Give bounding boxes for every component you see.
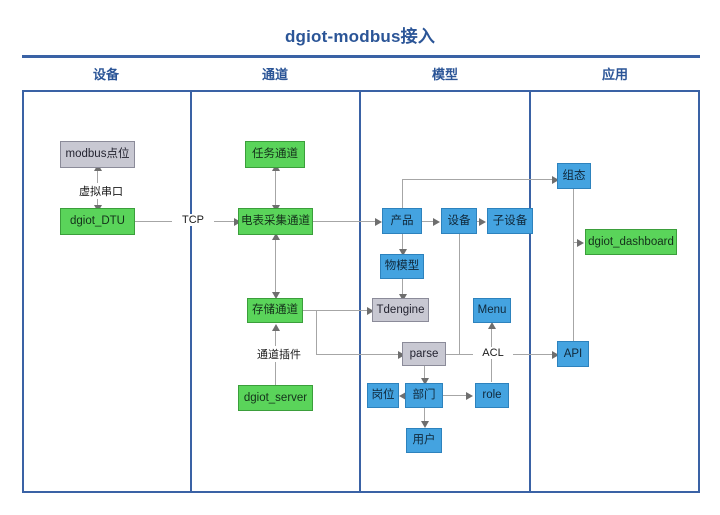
node-menu[interactable]: Menu xyxy=(473,298,511,323)
edge-storage-tdengine-arrow xyxy=(367,306,374,315)
edge-device-subdevice-arrow xyxy=(479,217,486,226)
edge-scada-api xyxy=(573,189,574,341)
edge-product-device-arrow xyxy=(433,217,440,226)
node-dept[interactable]: 部门 xyxy=(405,383,443,408)
edge-dept-post-arrow xyxy=(399,391,406,400)
node-post[interactable]: 岗位 xyxy=(367,383,399,408)
node-product[interactable]: 产品 xyxy=(382,208,422,234)
column-divider-3 xyxy=(529,90,531,493)
edge-meter-storage xyxy=(275,235,276,297)
edge-product-scada-arrow xyxy=(552,175,559,184)
edge-parse-dept xyxy=(424,366,425,380)
edge-scada-dashboard xyxy=(573,242,579,243)
node-dgiot-server[interactable]: dgiot_server xyxy=(238,385,313,411)
edge-meter-product-arrow xyxy=(375,217,382,226)
column-header-device: 设备 xyxy=(92,67,119,82)
edge-parse-dept-arrow xyxy=(420,378,429,385)
edge-acl-api-arrow xyxy=(552,350,559,359)
edge-thingmodel-tdengine xyxy=(402,279,403,297)
edge-dtu-meter-channel-arrow xyxy=(234,217,241,226)
node-dgiot-dtu[interactable]: dgiot_DTU xyxy=(60,208,135,235)
edge-storage-parse-arrow xyxy=(398,350,405,359)
node-storage-channel[interactable]: 存储通道 xyxy=(247,298,303,323)
column-divider-1 xyxy=(190,90,192,493)
edge-label-virtual-serial: 虚拟串口 xyxy=(68,183,134,199)
edge-device-parse-seg1 xyxy=(459,234,460,354)
edge-storage-parse-seg2 xyxy=(316,310,317,354)
edge-acl-menu xyxy=(491,326,492,354)
column-header-model: 模型 xyxy=(431,67,458,82)
node-meter-channel[interactable]: 电表采集通道 xyxy=(238,208,313,235)
edge-product-scada-seg2 xyxy=(402,179,555,180)
edge-scada-dashboard-arrow xyxy=(577,238,584,247)
edge-dept-role-arrow xyxy=(466,391,473,400)
edge-dept-role xyxy=(443,395,468,396)
node-api[interactable]: API xyxy=(557,341,589,367)
title-divider xyxy=(22,55,700,58)
diagram-frame xyxy=(22,90,700,493)
node-tdengine[interactable]: Tdengine xyxy=(372,298,429,322)
edge-server-storage-arrow xyxy=(271,324,280,331)
edge-product-device xyxy=(422,221,435,222)
edge-storage-parse-seg3 xyxy=(316,354,400,355)
edge-meter-product xyxy=(313,221,377,222)
node-modbus-point[interactable]: modbus点位 xyxy=(60,141,135,168)
edge-storage-tdengine xyxy=(303,310,369,311)
edge-dept-user-arrow xyxy=(420,421,429,428)
column-header-channel: 通道 xyxy=(261,67,288,82)
edge-thingmodel-tdengine-arrow xyxy=(398,294,407,301)
edge-product-scada-seg1 xyxy=(402,179,403,208)
edge-dept-user xyxy=(424,408,425,423)
edge-label-acl: ACL xyxy=(473,347,513,359)
edge-meter-storage-arrow-up xyxy=(271,233,280,240)
node-sub-device[interactable]: 子设备 xyxy=(487,208,533,234)
edge-storage-parse-seg1 xyxy=(303,310,316,311)
node-role[interactable]: role xyxy=(475,383,509,408)
edge-label-tcp: TCP xyxy=(172,214,214,226)
node-thing-model[interactable]: 物模型 xyxy=(380,254,424,279)
edge-role-acl xyxy=(491,354,492,382)
edge-meter-storage-arrow-down xyxy=(271,292,280,299)
node-task-channel[interactable]: 任务通道 xyxy=(245,141,305,168)
node-user[interactable]: 用户 xyxy=(406,428,442,453)
column-divider-2 xyxy=(359,90,361,493)
node-dgiot-dashboard[interactable]: dgiot_dashboard xyxy=(585,229,677,255)
edge-acl-menu-arrow xyxy=(487,322,496,329)
node-scada[interactable]: 组态 xyxy=(557,163,591,189)
edge-product-thingmodel-arrow xyxy=(398,249,407,256)
edge-product-thingmodel xyxy=(402,234,403,252)
node-parse[interactable]: parse xyxy=(402,342,446,366)
column-header-app: 应用 xyxy=(601,67,628,82)
node-device[interactable]: 设备 xyxy=(441,208,477,234)
edge-task-meter xyxy=(275,168,276,210)
page-title: dgiot-modbus接入 xyxy=(284,27,436,46)
edge-label-channel-plugin: 通道插件 xyxy=(245,346,313,362)
